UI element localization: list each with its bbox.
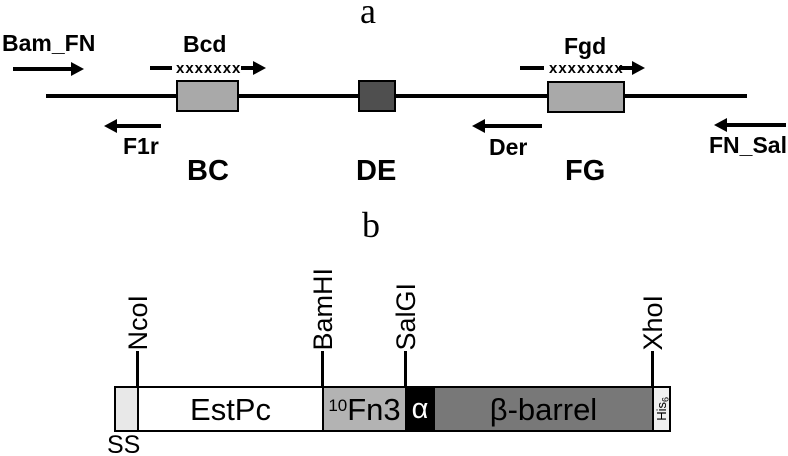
- site-salgi: SalGI: [388, 251, 424, 351]
- primer-fgd-dash2: [619, 66, 632, 70]
- construct-bar: EstPc 10Fn3 α β-barrel His6: [114, 386, 671, 432]
- loop-bc-label: BC: [187, 155, 229, 187]
- primer-f1r-arrowhead-left-icon: [104, 119, 117, 133]
- segment-alpha-helix: α: [405, 388, 433, 430]
- panel-a-label: a: [360, 0, 376, 31]
- primer-bam-fn-arrow-shaft: [13, 67, 71, 71]
- primer-bam-fn-label: Bam_FN: [2, 30, 96, 56]
- site-salgi-label: SalGI: [390, 283, 421, 351]
- primer-f1r-label: F1r: [123, 133, 159, 159]
- primer-der-arrowhead-left-icon: [472, 119, 485, 133]
- his-subscript: 6: [660, 397, 671, 403]
- site-xhoi: XhoI: [635, 251, 671, 351]
- site-bamhi-tick: [321, 351, 324, 386]
- fn3-superscript: 10: [328, 395, 348, 415]
- site-bamhi-label: BamHI: [307, 268, 338, 351]
- site-ncoi-tick: [136, 351, 139, 386]
- loop-fg-label: FG: [565, 155, 606, 187]
- segment-his-tag: His6: [652, 388, 671, 430]
- primer-fgd-dash: [520, 66, 544, 70]
- primer-fgd-arrowhead-right-icon: [632, 61, 645, 75]
- primer-bcd-degenerate-region: xxxxxxx: [176, 60, 242, 77]
- segment-signal-sequence: [116, 388, 137, 430]
- site-bamhi: BamHI: [305, 251, 341, 351]
- site-ncoi: NcoI: [120, 251, 156, 351]
- de-loop-box: [358, 80, 396, 112]
- primer-bcd-dash: [150, 66, 172, 70]
- segment-fn3-label: 10Fn3: [328, 391, 401, 427]
- segment-beta-barrel: β-barrel: [433, 388, 652, 430]
- primer-der-label: Der: [489, 134, 528, 160]
- segment-beta-barrel-label: β-barrel: [489, 391, 598, 427]
- primer-fgd-label: Fgd: [564, 33, 607, 59]
- primer-bcd-arrowhead-right-icon: [253, 61, 266, 75]
- dna-line: [46, 94, 747, 98]
- site-xhoi-label: XhoI: [637, 295, 668, 351]
- site-ncoi-label: NcoI: [122, 295, 153, 351]
- panel-b-label: b: [362, 205, 380, 245]
- site-xhoi-tick: [651, 351, 654, 386]
- segment-fn3: 10Fn3: [322, 388, 405, 430]
- primer-f1r-arrow-shaft: [117, 124, 161, 128]
- segment-estpc: EstPc: [137, 388, 322, 430]
- segment-his-tag-label: His6: [654, 397, 671, 421]
- loop-de-label: DE: [356, 155, 397, 187]
- primer-der-arrow-shaft: [485, 124, 542, 128]
- bc-loop-box: [176, 80, 239, 112]
- fg-loop-box: [547, 81, 625, 113]
- segment-alpha-label: α: [411, 392, 429, 425]
- primer-bam-fn-arrowhead-right-icon: [71, 62, 84, 76]
- primer-fn-sal-arrowhead-left-icon: [714, 118, 727, 132]
- primer-fn-sal-arrow-shaft: [727, 123, 786, 127]
- site-salgi-tick: [404, 351, 407, 386]
- primer-fn-sal-label: FN_Sal: [709, 132, 787, 158]
- primer-bcd-dash2: [241, 66, 253, 70]
- segment-estpc-label: EstPc: [190, 391, 271, 427]
- primer-bcd-label: Bcd: [183, 31, 227, 57]
- primer-fgd-degenerate-region: xxxxxxxx: [549, 60, 624, 77]
- signal-sequence-label: SS: [107, 431, 141, 456]
